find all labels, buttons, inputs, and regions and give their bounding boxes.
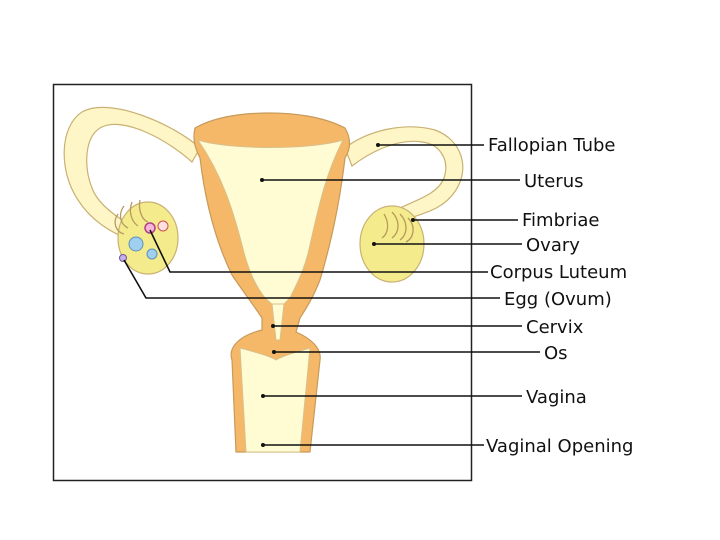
- label-os: Os: [544, 343, 568, 364]
- label-uterus: Uterus: [524, 171, 584, 192]
- label-ovary: Ovary: [526, 235, 580, 256]
- label-cervix: Cervix: [526, 317, 584, 338]
- label-corpus-luteum: Corpus Luteum: [490, 262, 627, 283]
- follicle-blue-large: [129, 237, 143, 251]
- follicle-pink: [158, 221, 168, 231]
- ovary-left: [118, 202, 178, 274]
- label-fallopian-tube: Fallopian Tube: [488, 135, 616, 156]
- label-vagina: Vagina: [526, 387, 587, 408]
- vaginal-canal: [240, 348, 310, 452]
- follicle-blue-small: [147, 249, 157, 259]
- label-egg: Egg (Ovum): [504, 289, 612, 310]
- egg-cell: [120, 255, 127, 262]
- label-vaginal-opening: Vaginal Opening: [486, 436, 633, 457]
- label-fimbriae: Fimbriae: [522, 210, 600, 231]
